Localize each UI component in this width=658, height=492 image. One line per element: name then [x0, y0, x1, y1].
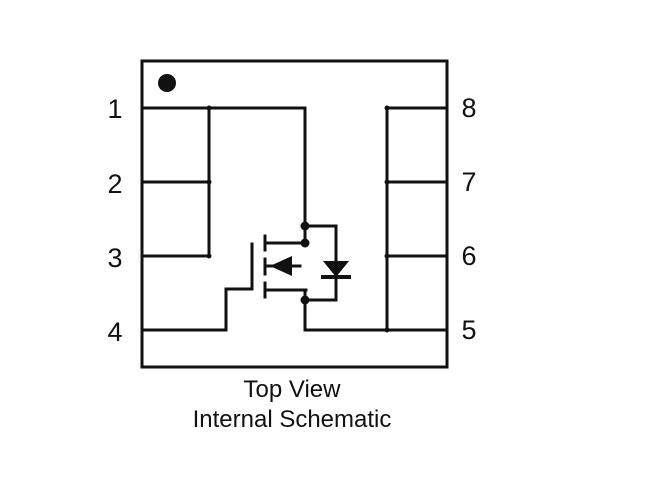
junction-dot: [384, 253, 390, 259]
pin-label-7: 7: [461, 167, 476, 197]
junction-dot: [300, 238, 310, 248]
pin-label-6: 6: [461, 241, 476, 271]
junction-dot: [300, 295, 310, 305]
junction-dot: [206, 105, 212, 111]
junction-dot: [384, 105, 390, 111]
pin-label-2: 2: [107, 169, 122, 199]
diode-icon: [323, 261, 349, 277]
caption-top-view: Top View: [243, 376, 341, 403]
package-outline: [140, 59, 449, 369]
junction-dot: [384, 179, 390, 185]
junction-dot: [206, 179, 212, 185]
pin-label-1: 1: [107, 94, 122, 124]
caption-internal-schematic: Internal Schematic: [192, 406, 392, 433]
pin-label-3: 3: [107, 243, 122, 273]
gate-path: [140, 242, 254, 332]
junction-dot: [300, 221, 310, 231]
junction-dot: [206, 253, 212, 259]
body-diode-arrow: [270, 256, 292, 276]
pin-label-4: 4: [107, 317, 122, 347]
pin-label-8: 8: [461, 93, 476, 123]
junction-dot: [384, 327, 390, 333]
pin-1-indicator-dot: [158, 74, 176, 92]
pin-label-5: 5: [461, 315, 476, 345]
